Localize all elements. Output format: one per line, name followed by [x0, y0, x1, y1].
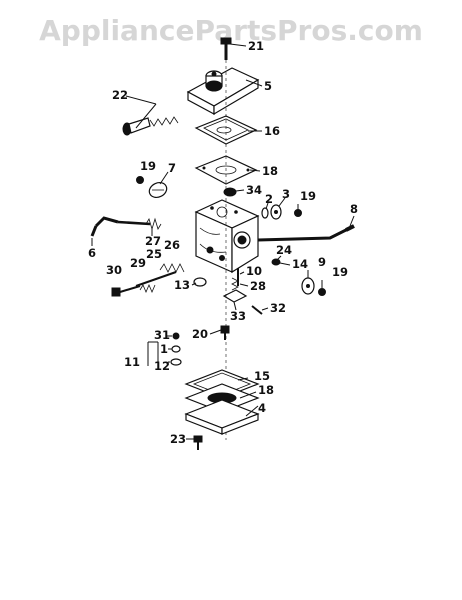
part-9-lever	[301, 277, 315, 295]
label-23: 23	[170, 432, 186, 446]
label-22: 22	[112, 88, 128, 102]
label-18: 18	[258, 383, 274, 397]
label-28: 28	[250, 279, 266, 293]
label-27: 27	[145, 234, 161, 248]
part-23-screw	[193, 435, 203, 450]
part-30-screw	[111, 285, 141, 297]
label-1: 1	[160, 342, 168, 356]
label-19-b: 19	[300, 189, 316, 203]
part-labels: 21 5 22 16 18 19 7 34 2 3 19 8 27 6 26 2…	[88, 39, 358, 446]
label-17: 18	[262, 164, 278, 178]
label-4: 4	[258, 401, 266, 415]
part-6-throttle-shaft	[90, 216, 151, 237]
label-2: 2	[265, 192, 273, 206]
label-25: 25	[146, 247, 162, 261]
part-1-needle-valve	[171, 345, 181, 353]
part-24	[271, 258, 281, 266]
label-10: 10	[246, 264, 262, 278]
label-15: 15	[254, 369, 270, 383]
label-24: 24	[276, 243, 292, 257]
label-3: 3	[282, 187, 290, 201]
label-21: 21	[248, 39, 264, 53]
label-30: 30	[106, 263, 122, 277]
part-33-pin	[251, 305, 263, 315]
part-13	[193, 277, 207, 287]
label-32: 34	[246, 183, 262, 197]
part-34-lever	[222, 289, 248, 303]
part-4-pump-cover	[184, 399, 260, 435]
part-19-screw-a	[136, 176, 144, 184]
part-26-spring	[159, 263, 185, 273]
part-20-screw	[220, 325, 230, 340]
label-31: 31	[154, 328, 170, 342]
part-2-washer	[261, 207, 269, 219]
label-19-c: 19	[332, 265, 348, 279]
part-5-cover	[186, 67, 260, 116]
part-29-spring	[139, 283, 156, 294]
label-19-a: 19	[140, 159, 156, 173]
label-5: 5	[264, 79, 272, 93]
part-19-screw-b	[294, 209, 302, 217]
part-18-diaphragm	[184, 383, 260, 413]
part-16-gasket	[194, 115, 258, 145]
part-31	[172, 332, 180, 340]
label-12: 12	[154, 359, 170, 373]
carburetor-body	[194, 199, 260, 274]
label-29: 29	[130, 256, 146, 270]
part-8-choke-rod	[257, 224, 355, 242]
part-28-spring	[231, 277, 239, 291]
part-21-screw	[220, 37, 232, 60]
label-33: 32	[270, 301, 286, 315]
part-7-throttle-plate	[148, 182, 168, 198]
label-34: 33	[230, 309, 246, 323]
part-22-screw-spring	[122, 116, 179, 136]
label-8: 8	[350, 202, 358, 216]
label-13: 13	[174, 278, 190, 292]
part-27-spring	[145, 217, 162, 231]
part-3-plate	[270, 204, 282, 220]
part-32	[223, 187, 237, 197]
leader-lines	[91, 43, 355, 440]
part-12	[170, 358, 182, 366]
label-16: 16	[264, 124, 280, 138]
label-26: 26	[164, 238, 180, 252]
label-6: 6	[88, 246, 96, 260]
part-25-needle	[135, 271, 177, 287]
part-19-screw-c	[318, 288, 326, 296]
label-20: 20	[192, 327, 208, 341]
label-7: 7	[168, 161, 176, 175]
label-14: 14	[292, 257, 308, 271]
label-9: 9	[318, 255, 326, 269]
label-11: 11	[124, 355, 140, 369]
